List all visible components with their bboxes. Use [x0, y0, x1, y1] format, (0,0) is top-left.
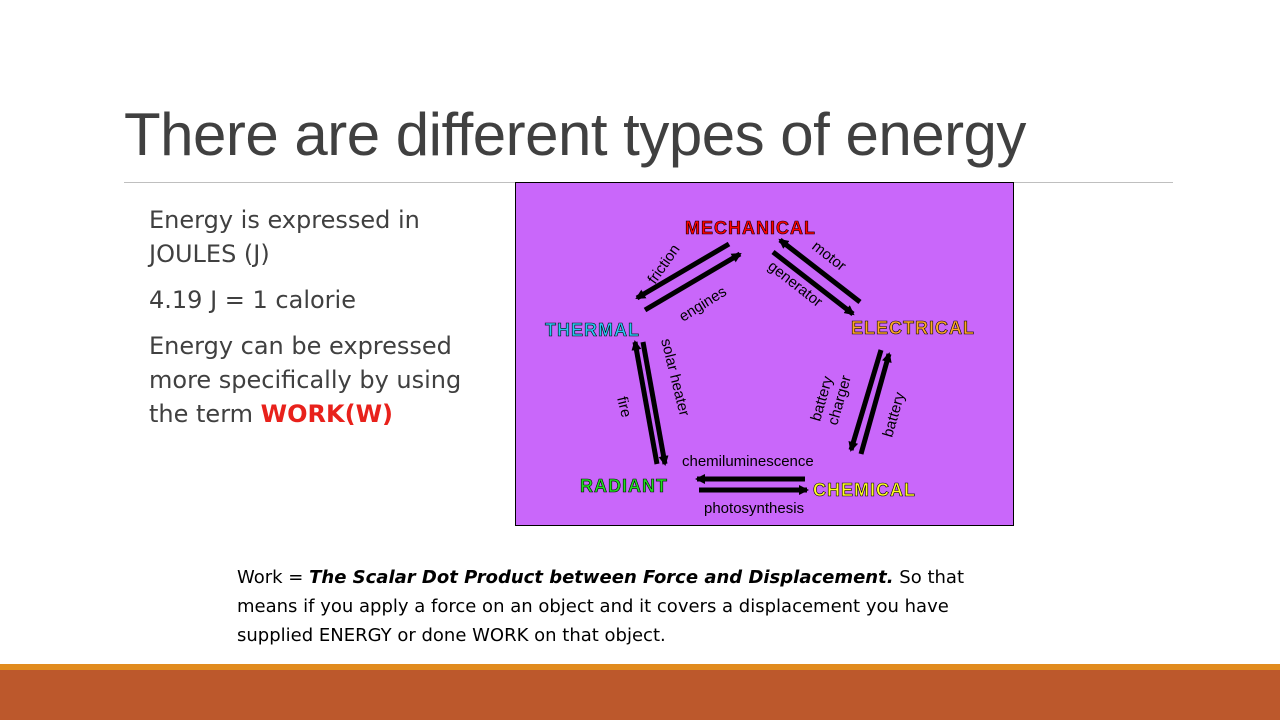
bullet-list: Energy is expressed in JOULES (J) 4.19 J… — [149, 203, 494, 443]
arrow-electrical-to-chemical — [848, 349, 884, 452]
arrow-mechanical-to-electrical — [771, 250, 855, 316]
work-highlight: WORK(W) — [260, 400, 394, 428]
label-chemiluminescence: chemiluminescence — [682, 453, 814, 470]
label-fire: fire — [613, 395, 635, 419]
arrow-thermal-to-radiant — [640, 341, 669, 466]
footer-accent-line — [0, 664, 1280, 670]
work-definition: The Scalar Dot Product between Force and… — [309, 567, 894, 588]
diagram-background — [515, 182, 1014, 526]
work-explanation: So that means if you apply a force on an… — [237, 567, 965, 646]
footer-bar — [0, 670, 1280, 720]
arrow-radiant-to-thermal — [631, 340, 660, 465]
arrow-thermal-to-mechanical — [643, 251, 742, 313]
arrow-mechanical-to-thermal — [635, 241, 731, 301]
label-photosynthesis: photosynthesis — [704, 500, 804, 517]
node-radiant: RADIANT — [580, 476, 668, 496]
slide-title: There are different types of energy — [124, 101, 1026, 168]
bullet-calorie: 4.19 J = 1 calorie — [149, 286, 356, 314]
node-electrical: ELECTRICAL — [851, 318, 975, 338]
energy-conversion-diagram: MECHANICAL ELECTRICAL THERMAL RADIANT CH… — [515, 182, 1014, 526]
node-mechanical: MECHANICAL — [685, 218, 816, 238]
bullet-work-text: Energy can be expressed more specificall… — [149, 332, 462, 428]
node-thermal: THERMAL — [545, 320, 640, 340]
arrow-chemical-to-electrical — [858, 352, 892, 455]
bullet-joules: Energy is expressed in JOULES (J) — [149, 206, 420, 268]
bullet-work: Energy can be expressed more specificall… — [149, 329, 494, 431]
work-prefix: Work = — [237, 567, 310, 588]
node-chemical: CHEMICAL — [813, 480, 916, 500]
work-definition-note: Work = The Scalar Dot Product between Fo… — [237, 563, 997, 650]
arrow-electrical-to-mechanical — [778, 238, 862, 304]
